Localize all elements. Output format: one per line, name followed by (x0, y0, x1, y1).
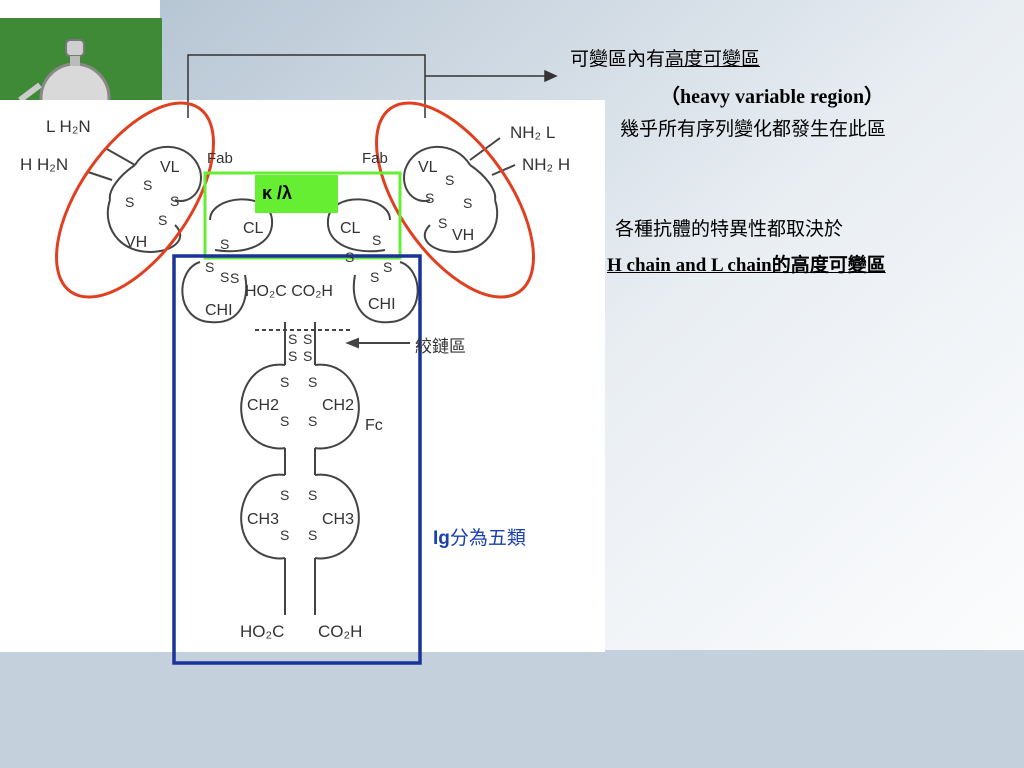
light-chain-box (203, 171, 402, 260)
svg-text:S: S (280, 527, 289, 543)
svg-text:S: S (220, 236, 229, 252)
left-vl-label: VL (160, 159, 180, 176)
left-ch1-domain (181, 261, 248, 324)
svg-text:S: S (303, 348, 312, 364)
svg-text:S: S (288, 331, 297, 347)
svg-text:S: S (438, 215, 447, 231)
note-line1-link: 高度可變區 (665, 48, 761, 70)
ch3-right-label: CH3 (322, 511, 354, 528)
svg-text:S: S (308, 413, 317, 429)
left-vh-domain (106, 199, 182, 253)
left-variable-region-ellipse (55, 101, 215, 299)
right-ch1-domain (352, 261, 419, 324)
note-hl-chain: H chain and L chain的高度可變區 (607, 255, 886, 276)
note-sequence-variation: 幾乎所有序列變化都發生在此區 (620, 118, 887, 140)
left-ch1-label: CHI (205, 302, 233, 319)
svg-text:S: S (288, 348, 297, 364)
bottom-co2h-label: CO₂H (318, 622, 362, 641)
heavy-chain-box (172, 254, 422, 665)
left-l-h2n-label: L H₂N (46, 117, 91, 136)
ch2-left-label: CH2 (247, 397, 279, 414)
hinge-region-label: 絞鏈區 (415, 337, 466, 356)
svg-text:S: S (143, 177, 152, 193)
ch2-right-label: CH2 (322, 397, 354, 414)
ch3-left-label: CH3 (247, 511, 279, 528)
fab-left-label: Fab (207, 150, 233, 167)
svg-text:S: S (383, 259, 392, 275)
right-vl-label: VL (418, 159, 438, 176)
svg-text:S: S (280, 374, 289, 390)
left-vh-label: VH (125, 234, 147, 251)
right-nh2-h-label: NH₂ H (522, 155, 570, 174)
svg-text:S: S (372, 232, 381, 248)
disulfide-labels: S S S S S S S S S S S S S S S S S S S S … (125, 172, 472, 543)
svg-text:S: S (230, 270, 239, 286)
kappa-lambda-label-bg (255, 175, 338, 213)
kappa-lambda-label: κ /λ (262, 183, 293, 203)
right-nh2-l-label: NH₂ L (510, 123, 555, 142)
right-vh-label: VH (452, 227, 474, 244)
ch3-domains (240, 473, 360, 560)
left-cl-domain (209, 198, 274, 253)
svg-text:S: S (220, 269, 229, 285)
svg-text:S: S (308, 374, 317, 390)
ch2-domains (240, 363, 360, 450)
right-cl-label: CL (340, 220, 361, 237)
svg-text:S: S (125, 194, 134, 210)
ig-text: 分為五類 (449, 528, 526, 549)
left-h-h2n-label: H H₂N (20, 155, 68, 174)
note-line1-prefix: 可變區內有 (570, 48, 666, 70)
svg-text:S: S (280, 487, 289, 503)
right-vh-domain (423, 199, 499, 253)
svg-text:S: S (205, 259, 214, 275)
svg-text:S: S (303, 331, 312, 347)
svg-text:S: S (170, 193, 179, 209)
svg-text:S: S (370, 269, 379, 285)
ig-classes-label: Ig分為五類 (433, 523, 526, 550)
svg-text:S: S (345, 249, 354, 265)
svg-text:S: S (445, 172, 454, 188)
mid-ho2c-co2h-label: HO₂C CO₂H (245, 283, 333, 300)
bottom-ho2c-label: HO₂C (240, 622, 284, 641)
svg-text:S: S (463, 195, 472, 211)
right-ch1-label: CHI (368, 296, 396, 313)
right-cl-domain (326, 198, 391, 253)
svg-text:S: S (308, 487, 317, 503)
svg-text:S: S (158, 212, 167, 228)
fab-right-label: Fab (362, 150, 388, 167)
right-vl-domain (403, 145, 471, 202)
note-heavy-variable-region: （heavy variable region） (660, 86, 885, 108)
left-vl-domain (134, 145, 202, 202)
left-cl-label: CL (243, 220, 264, 237)
svg-text:S: S (308, 527, 317, 543)
svg-text:S: S (280, 413, 289, 429)
note-variable-region: 可變區內有高度可變區 (570, 44, 760, 71)
svg-text:S: S (425, 190, 434, 206)
fc-label: Fc (365, 417, 383, 434)
connector-arrow (187, 54, 558, 118)
note-specificity: 各種抗體的特異性都取決於 (615, 218, 844, 240)
ig-prefix: Ig (433, 528, 450, 549)
right-variable-region-ellipse (375, 101, 535, 299)
